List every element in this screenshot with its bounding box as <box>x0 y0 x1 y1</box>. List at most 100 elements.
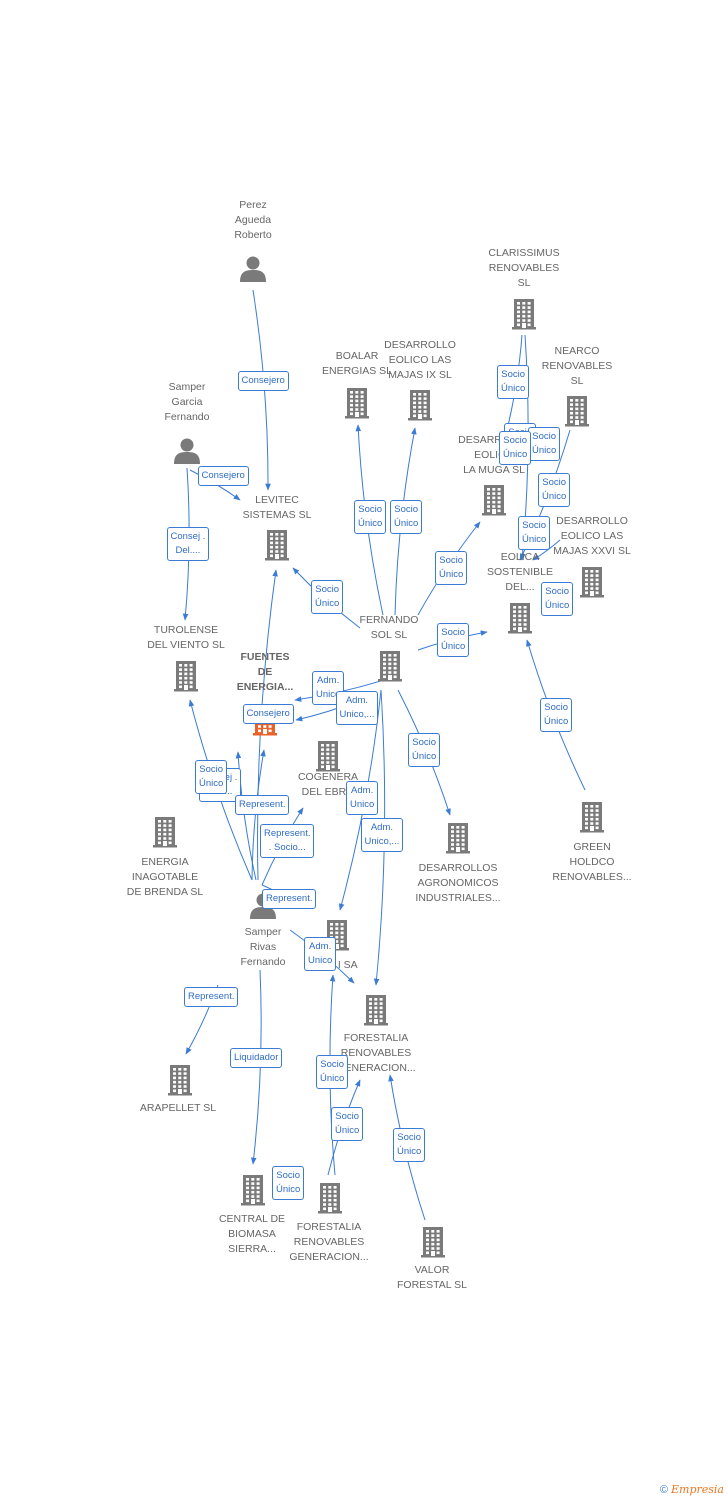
node-label-valor-forestal[interactable]: VALOR FORESTAL SL <box>372 1263 492 1293</box>
relation-badge[interactable]: Represent. . Socio... <box>260 824 315 858</box>
node-label-fuentes[interactable]: FUENTES DE ENERGIA... <box>205 650 325 695</box>
relation-badge[interactable]: Socio Único <box>540 698 573 732</box>
relation-badge[interactable]: Consejero <box>237 371 289 391</box>
node-label-text: DESARROLLOS AGRONOMICOS INDUSTRIALES... <box>415 861 501 904</box>
relation-badge[interactable]: Consejero <box>242 704 294 724</box>
relation-badge[interactable]: Socio Único <box>393 1128 426 1162</box>
relation-edge <box>235 751 257 881</box>
relation-badge[interactable]: Adm. Unico <box>312 671 345 705</box>
node-label-text: Perez Agueda Roberto <box>234 198 272 241</box>
building-icon[interactable] <box>363 994 389 1031</box>
node-label-eolica-sostenible[interactable]: EOLICA SOSTENIBLE DEL... <box>460 550 580 595</box>
person-icon[interactable] <box>239 254 267 287</box>
relation-badge[interactable]: Socio Único <box>499 431 532 465</box>
building-icon[interactable] <box>152 816 178 853</box>
copyright-icon: © <box>659 1484 668 1496</box>
relation-badge[interactable]: Adm. Unico,... <box>360 818 404 852</box>
node-label-green-holdco[interactable]: GREEN HOLDCO RENOVABLES... <box>532 840 652 885</box>
node-label-text: FERNANDO SOL SL <box>359 614 419 641</box>
relation-badge[interactable]: Represent. <box>184 987 239 1007</box>
building-icon[interactable] <box>264 529 290 566</box>
relation-badge[interactable]: Consej . Del.... <box>166 527 210 561</box>
node-label-text: ARAPELLET SL <box>139 1101 217 1114</box>
relation-badge[interactable]: Socio Único <box>316 1055 349 1089</box>
node-label-nearco[interactable]: NEARCO RENOVABLES SL <box>517 344 637 389</box>
node-label-text: ENERGIA INAGOTABLE DE BRENDA SL <box>126 855 204 898</box>
building-icon[interactable] <box>240 1174 266 1211</box>
relation-badge[interactable]: Adm. Unico <box>346 781 379 815</box>
relation-badge[interactable]: Represent. <box>262 889 317 909</box>
relation-badge[interactable]: Liquidador <box>230 1048 283 1068</box>
node-label-text: NEARCO RENOVABLES SL <box>541 344 613 387</box>
node-label-text: FUENTES DE ENERGIA... <box>236 650 294 693</box>
node-label-fernando-sol[interactable]: FERNANDO SOL SL <box>329 613 449 643</box>
node-label-energia-inagotable[interactable]: ENERGIA INAGOTABLE DE BRENDA SL <box>105 855 225 900</box>
relation-badge[interactable]: Adm. Unico,... <box>335 691 379 725</box>
relation-edge <box>532 539 561 561</box>
node-label-turolense[interactable]: TUROLENSE DEL VIENTO SL <box>126 623 246 653</box>
node-label-desarrollos-agro[interactable]: DESARROLLOS AGRONOMICOS INDUSTRIALES... <box>398 861 518 906</box>
relation-badge[interactable]: Socio Único <box>331 1107 364 1141</box>
relation-badge[interactable]: Represent. <box>235 795 290 815</box>
node-label-text: DESARROLLO EOLICO LAS MAJAS XXVI SL <box>553 514 631 557</box>
relation-badge[interactable]: Socio Único <box>408 733 441 767</box>
relation-badge[interactable]: Socio Único <box>354 500 387 534</box>
node-label-arapellet[interactable]: ARAPELLET SL <box>118 1101 238 1116</box>
node-label-text: CLARISSIMUS RENOVABLES SL <box>488 246 560 289</box>
building-icon[interactable] <box>407 389 433 426</box>
node-label-samper-garcia[interactable]: Samper Garcia Fernando <box>127 380 247 425</box>
relation-badge[interactable]: Socio Único <box>541 582 574 616</box>
relation-badge[interactable]: Adm. Unico <box>304 937 337 971</box>
building-icon[interactable] <box>377 650 403 687</box>
building-icon[interactable] <box>167 1064 193 1101</box>
building-icon[interactable] <box>579 566 605 603</box>
building-icon[interactable] <box>344 387 370 424</box>
relation-badge[interactable]: Socio Único <box>437 623 470 657</box>
relation-badge[interactable]: Socio Único <box>497 365 530 399</box>
node-label-perez[interactable]: Perez Agueda Roberto <box>193 198 313 243</box>
building-icon[interactable] <box>445 822 471 859</box>
node-label-text: FORESTALIA RENOVABLES GENERACION... <box>336 1031 416 1074</box>
node-label-text: TUROLENSE DEL VIENTO SL <box>147 624 225 651</box>
node-label-text: Samper Rivas Fernando <box>240 925 286 968</box>
relation-badge[interactable]: Socio Único <box>538 473 571 507</box>
node-label-forestalia-gen2[interactable]: FORESTALIA RENOVABLES GENERACION... <box>269 1220 389 1265</box>
node-label-text: Samper Garcia Fernando <box>164 380 210 423</box>
relation-badge[interactable]: Socio Único <box>272 1166 305 1200</box>
building-icon[interactable] <box>173 660 199 697</box>
node-label-text: LEVITEC SISTEMAS SL <box>242 494 312 521</box>
building-icon[interactable] <box>564 395 590 432</box>
node-label-desarrollo-ix[interactable]: DESARROLLO EOLICO LAS MAJAS IX SL <box>360 338 480 383</box>
node-label-text: DESARROLLO EOLICO LAS MAJAS IX SL <box>384 338 456 381</box>
node-label-desarrollo-xxvi[interactable]: DESARROLLO EOLICO LAS MAJAS XXVI SL <box>532 514 652 559</box>
building-icon[interactable] <box>315 740 341 777</box>
node-label-text: EOLICA SOSTENIBLE DEL... <box>487 550 553 593</box>
node-label-text: VALOR FORESTAL SL <box>396 1264 468 1291</box>
relation-badge[interactable]: Socio Único <box>518 516 551 550</box>
building-icon[interactable] <box>481 484 507 521</box>
relation-badge[interactable]: Socio Único <box>390 500 423 534</box>
building-icon[interactable] <box>511 298 537 335</box>
node-label-boalar[interactable]: BOALAR ENERGIAS SL <box>297 349 417 379</box>
building-icon[interactable] <box>507 602 533 639</box>
person-icon[interactable] <box>173 436 201 469</box>
node-label-samper-rivas[interactable]: Samper Rivas Fernando <box>203 925 323 970</box>
node-label-text: CENTRAL DE BIOMASA SIERRA... <box>218 1212 286 1255</box>
node-label-clarissimus[interactable]: CLARISSIMUS RENOVABLES SL <box>464 246 584 291</box>
node-label-forestalia-gen[interactable]: FORESTALIA RENOVABLES GENERACION... <box>316 1031 436 1076</box>
building-icon[interactable] <box>579 801 605 838</box>
building-icon[interactable] <box>317 1182 343 1219</box>
relation-badge[interactable]: Socio Único <box>195 760 228 794</box>
node-label-central-biomasa[interactable]: CENTRAL DE BIOMASA SIERRA... <box>192 1212 312 1257</box>
relation-badge[interactable]: Socio Único <box>528 427 561 461</box>
node-label-text: FORESTALIA RENOVABLES GENERACION... <box>289 1220 369 1263</box>
footer: © Empresia <box>660 1483 724 1496</box>
relation-badge[interactable]: Consejero <box>197 466 249 486</box>
relation-badge[interactable]: Socio Único <box>435 551 468 585</box>
brand-logo[interactable]: Empresia <box>671 1483 724 1496</box>
relation-badge[interactable]: Socio Único <box>311 580 344 614</box>
node-label-levitec[interactable]: LEVITEC SISTEMAS SL <box>217 493 337 523</box>
node-label-text: BOALAR ENERGIAS SL <box>321 350 393 377</box>
building-icon[interactable] <box>420 1226 446 1263</box>
